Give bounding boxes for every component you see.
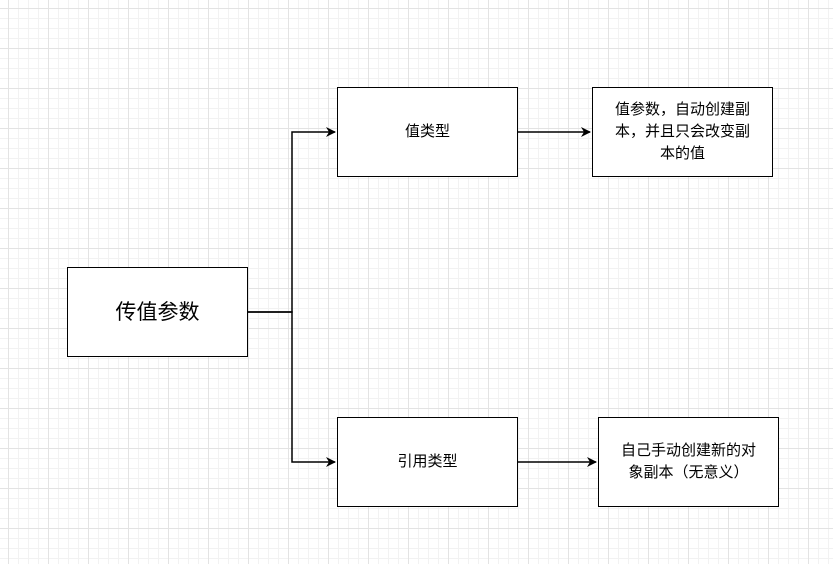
- node-reference-type-note-text: 自己手动创建新的对 象副本（无意义）: [621, 440, 756, 484]
- node-reference-type-label: 引用类型: [397, 452, 458, 471]
- node-reference-type[interactable]: 引用类型: [337, 417, 518, 507]
- note-line: 值参数，自动创建副: [614, 100, 750, 119]
- node-value-type-note[interactable]: 值参数，自动创建副 本，并且只会改变副 本的值: [592, 87, 773, 177]
- connector-root-to-value-type: [248, 127, 336, 313]
- connector-root-to-reference-type: [248, 311, 336, 467]
- node-pass-by-value-parameters-label: 传值参数: [115, 299, 200, 324]
- node-reference-type-note[interactable]: 自己手动创建新的对 象副本（无意义）: [598, 417, 779, 507]
- node-value-type-note-text: 值参数，自动创建副 本，并且只会改变副 本的值: [615, 99, 750, 164]
- note-line: 本，并且只会改变副: [614, 122, 750, 141]
- node-value-type[interactable]: 值类型: [337, 87, 518, 177]
- note-line: 象副本（无意义）: [628, 463, 749, 481]
- note-line: 本的值: [659, 143, 705, 162]
- node-value-type-label: 值类型: [404, 122, 450, 141]
- node-pass-by-value-parameters[interactable]: 传值参数: [67, 267, 248, 357]
- note-line: 自己手动创建新的对: [620, 441, 756, 460]
